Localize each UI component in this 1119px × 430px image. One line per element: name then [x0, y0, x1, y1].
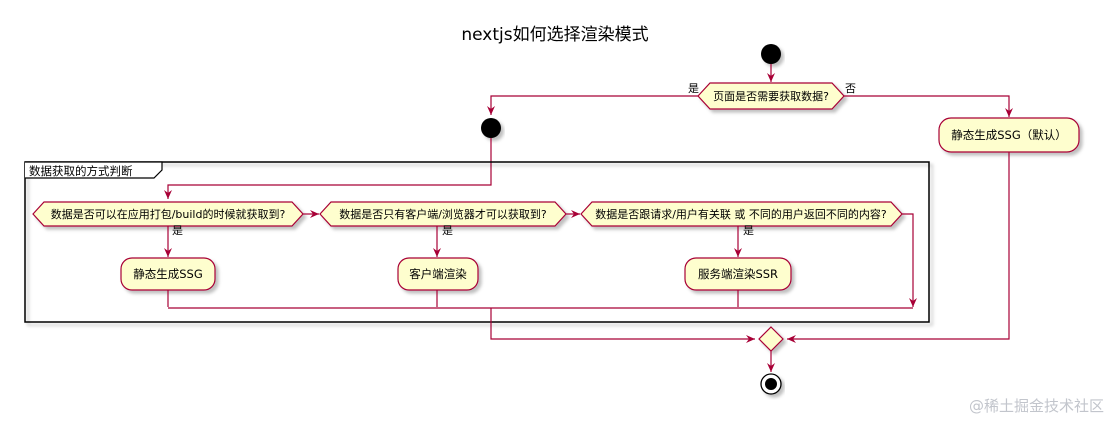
condition-1-yes-label: 是: [172, 224, 183, 237]
action-2-label: 客户端渲染: [409, 267, 467, 281]
action-2: 客户端渲染: [397, 257, 479, 291]
start-node: [761, 44, 781, 64]
end-node: [760, 373, 782, 395]
action-1: 静态生成SSG: [120, 257, 216, 291]
condition-3: 数据是否跟请求/用户有关联 或 不同的用户返回不同的内容?: [580, 201, 903, 227]
action-3: 服务端渲染SSR: [684, 257, 792, 291]
action-1-label: 静态生成SSG: [133, 267, 203, 281]
decision-main-label: 页面是否需要获取数据?: [713, 89, 829, 103]
partition-label: 数据获取的方式判断: [29, 164, 133, 178]
default-action-label: 静态生成SSG（默认）: [951, 128, 1067, 142]
condition-3-label: 数据是否跟请求/用户有关联 或 不同的用户返回不同的内容?: [595, 207, 887, 221]
substart-node: [481, 118, 501, 138]
condition-2-yes-label: 是: [442, 224, 453, 237]
merge-node: [758, 326, 784, 352]
partition-frame: 数据获取的方式判断: [24, 161, 930, 323]
condition-1-label: 数据是否可以在应用打包/build的时候就获取到?: [51, 207, 286, 221]
action-3-label: 服务端渲染SSR: [698, 267, 778, 281]
branch-no-label: 否: [845, 82, 856, 95]
condition-1: 数据是否可以在应用打包/build的时候就获取到?: [32, 201, 304, 227]
diagram-title: nextjs如何选择渲染模式: [461, 25, 648, 45]
default-action: 静态生成SSG（默认）: [938, 117, 1080, 153]
watermark: @稀土掘金技术社区: [969, 397, 1104, 415]
condition-2: 数据是否只有客户端/浏览器才可以获取到?: [319, 201, 567, 227]
branch-yes-label: 是: [688, 82, 699, 95]
condition-2-label: 数据是否只有客户端/浏览器才可以获取到?: [339, 207, 547, 221]
condition-3-yes-label: 是: [743, 224, 754, 237]
decision-main: 页面是否需要获取数据?: [697, 82, 845, 110]
